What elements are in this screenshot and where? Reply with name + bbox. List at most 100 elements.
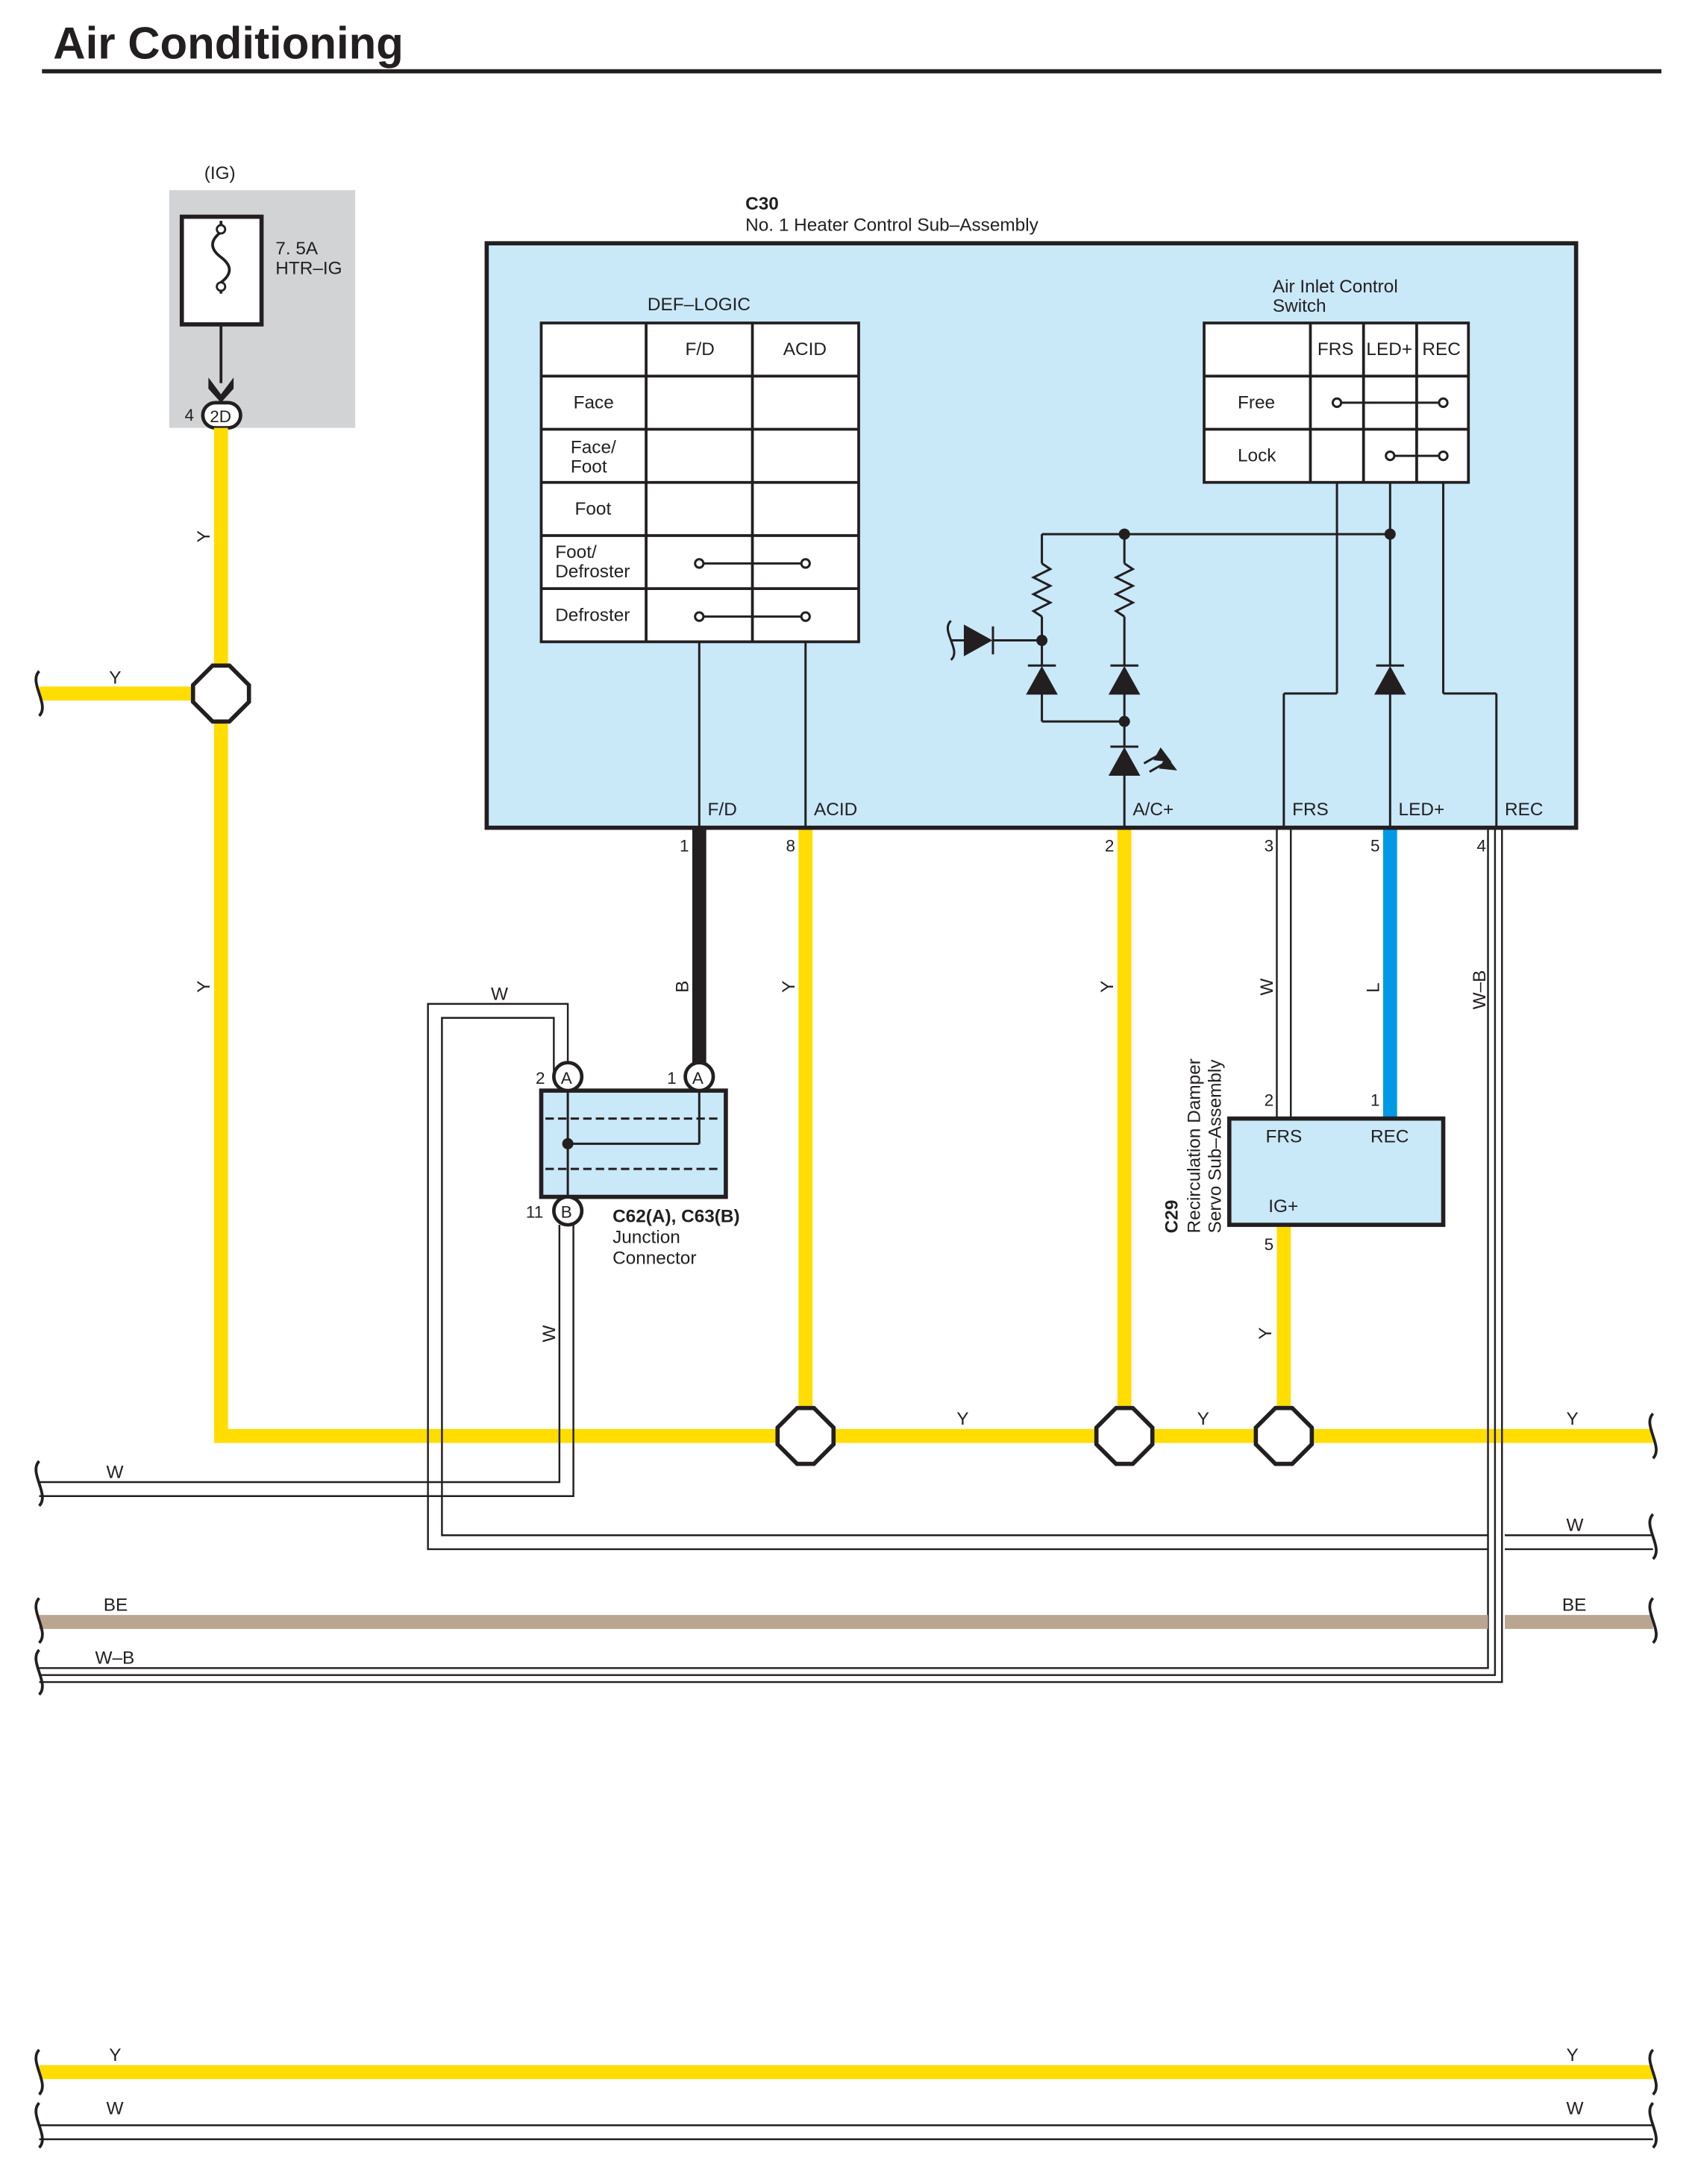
pin-badge (552, 1061, 584, 1093)
def-logic-title: DEF–LOGIC (648, 295, 751, 315)
svg-text:Y: Y (109, 668, 121, 688)
junction-dots (1036, 528, 1396, 727)
svg-text:8: 8 (786, 837, 796, 856)
resistor-icon (1113, 562, 1135, 618)
splice-octagon (190, 663, 251, 724)
air-inlet-col-led: LED+ (1366, 339, 1412, 360)
svg-text:W–B: W–B (95, 1648, 135, 1669)
fuse-name: HTR–IG (275, 258, 342, 278)
pin-badge (683, 1061, 715, 1093)
heater-pin-numbers: 1 8 2 3 5 4 (680, 837, 1486, 856)
damper-name-1: Recirculation Damper (1184, 1058, 1204, 1233)
svg-text:W: W (107, 1462, 124, 1482)
air-inlet-title-2: Switch (1273, 296, 1326, 316)
air-inlet-row-free: Free (1238, 392, 1275, 412)
svg-text:B: B (672, 981, 692, 993)
fuse-icon (211, 221, 231, 294)
svg-text:Y: Y (779, 981, 799, 993)
wire-break-marks (34, 670, 1658, 2149)
led-icon (1108, 747, 1141, 776)
terminal-acid: ACID (814, 800, 857, 820)
svg-text:BE: BE (104, 1595, 128, 1615)
air-inlet-row-lock: Lock (1238, 446, 1276, 466)
def-logic-row-defroster: Defroster (555, 605, 630, 625)
fuse-rating: 7. 5A (275, 239, 319, 259)
diode-icon (963, 624, 993, 656)
diode-icons (963, 624, 1406, 776)
svg-text:BE: BE (1562, 1595, 1587, 1615)
svg-text:Y: Y (194, 530, 214, 542)
splice-octagon (775, 1405, 836, 1466)
svg-text:1: 1 (680, 837, 689, 856)
page-title: Air Conditioning (53, 19, 404, 69)
wire-wb-stripe (39, 827, 1497, 1676)
svg-text:Y: Y (194, 981, 214, 993)
damper-pin-2: 2 (1265, 1091, 1274, 1110)
def-logic-row-footdef-2: Defroster (555, 562, 630, 582)
diode-icon (1108, 665, 1141, 695)
resistor-icon (1030, 562, 1053, 618)
wire-w-group (39, 827, 1653, 2141)
svg-text:Y: Y (1097, 981, 1118, 993)
junction-code: C62(A), C63(B) (612, 1206, 740, 1226)
internal-circuit (946, 482, 1498, 828)
svg-text:A: A (561, 1069, 572, 1088)
svg-text:L: L (1363, 982, 1383, 993)
heater-control-code: C30 (745, 194, 779, 214)
def-logic-row-facefoot-2: Foot (571, 457, 607, 477)
connector-arrow-icon (208, 377, 234, 403)
air-inlet-contacts (1331, 397, 1449, 462)
damper-terminal-ig: IG+ (1268, 1196, 1298, 1217)
diode-icon (1026, 665, 1058, 695)
diode-icon (1374, 665, 1406, 695)
heater-control-name: No. 1 Heater Control Sub–Assembly (745, 215, 1038, 235)
fuse-connector: 2D (210, 407, 231, 426)
svg-text:Y: Y (1256, 1328, 1276, 1340)
terminal-led: LED+ (1399, 800, 1445, 820)
svg-text:A: A (692, 1069, 704, 1088)
air-inlet-col-rec: REC (1422, 339, 1460, 360)
def-logic-row-foot: Foot (574, 499, 611, 519)
terminal-rec: REC (1505, 800, 1543, 820)
damper-terminal-rec: REC (1370, 1126, 1409, 1146)
damper-pin-5: 5 (1265, 1235, 1274, 1254)
def-logic-row-face: Face (574, 392, 614, 412)
svg-text:Y: Y (1567, 1409, 1579, 1429)
fuse-source: (IG) (204, 163, 236, 183)
air-inlet-title-1: Air Inlet Control (1273, 277, 1398, 297)
terminal-fd: F/D (708, 800, 737, 820)
splice-octagon (1094, 1405, 1155, 1466)
svg-text:W: W (491, 984, 508, 1004)
def-logic-row-footdef-1: Foot/ (555, 542, 597, 562)
heater-control-assembly: C30 No. 1 Heater Control Sub–Assembly DE… (484, 194, 1579, 830)
svg-text:Y: Y (109, 2045, 121, 2065)
wire-labels: Y Y Y B Y Y W L W–B W W Y Y Y Y W W BE B… (95, 530, 1587, 2118)
svg-text:Y: Y (956, 1409, 968, 1429)
svg-text:W: W (107, 2098, 124, 2118)
junction-name-2: Connector (612, 1249, 696, 1269)
junction-name-1: Junction (612, 1227, 680, 1247)
svg-text:W–B: W–B (1470, 970, 1490, 1010)
damper-code: C29 (1162, 1200, 1182, 1234)
terminal-frs: FRS (1292, 800, 1329, 820)
svg-text:4: 4 (1477, 837, 1487, 856)
splice-points (190, 663, 1315, 1466)
junction-connector: A A B 2 1 11 C62(A), C63(B) Junction Con… (526, 1054, 740, 1269)
terminal-ac: A/C+ (1132, 800, 1174, 820)
damper-servo: FRS REC IG+ 2 1 5 C29 Recirculation Damp… (1162, 1058, 1446, 1254)
junction-pin-1: 1 (667, 1069, 677, 1088)
damper-pin-1: 1 (1370, 1091, 1380, 1110)
air-inlet-col-frs: FRS (1318, 339, 1354, 360)
junction-pin-2: 2 (536, 1069, 545, 1088)
svg-text:2: 2 (1105, 837, 1115, 856)
damper-terminal-frs: FRS (1265, 1126, 1302, 1146)
def-logic-col-fd: F/D (686, 339, 715, 360)
svg-text:W: W (539, 1325, 560, 1343)
junction-pin-11: 11 (526, 1203, 543, 1222)
svg-text:W: W (1567, 1516, 1584, 1536)
def-logic-col-acid: ACID (783, 339, 827, 360)
svg-text:W: W (1567, 2098, 1584, 2118)
fuse-block: (IG) 7. 5A HTR–IG 4 2D (169, 163, 356, 430)
svg-text:Y: Y (1197, 1409, 1209, 1429)
